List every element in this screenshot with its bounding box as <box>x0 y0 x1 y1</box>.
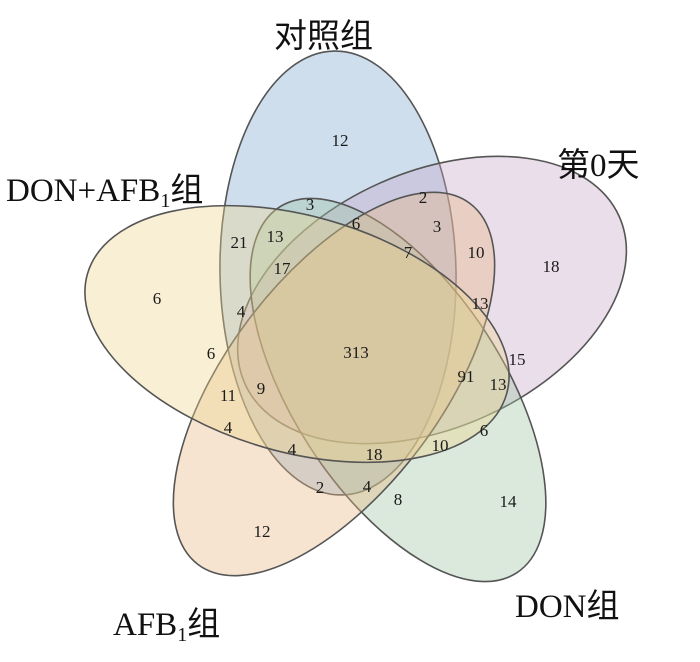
count-region: 2 <box>316 478 325 497</box>
count-region: 17 <box>274 259 292 278</box>
set-label-afb1: AFB1组 <box>113 606 220 646</box>
count-all-five: 313 <box>343 343 369 362</box>
count-donafb1-only: 6 <box>153 289 162 308</box>
count-region: 6 <box>207 344 216 363</box>
count-region: 4 <box>224 418 233 437</box>
set-label-don: DON组 <box>515 588 620 625</box>
count-region: 21 <box>231 233 248 252</box>
count-region: 10 <box>432 436 449 455</box>
set-label-day0: 第0天 <box>557 147 640 184</box>
count-region: 18 <box>366 445 383 464</box>
count-region: 6 <box>352 214 361 233</box>
set-ellipse-donafb1 <box>84 204 510 464</box>
count-region: 11 <box>220 386 236 405</box>
set-ellipse-day0 <box>236 155 628 445</box>
count-don-only: 14 <box>500 492 518 511</box>
count-region: 8 <box>394 490 403 509</box>
set-label-donafb1: DON+AFB1组 <box>6 172 203 212</box>
set-ellipse-afb1 <box>172 191 496 577</box>
count-region: 4 <box>237 302 246 321</box>
count-region: 6 <box>480 421 489 440</box>
count-region: 4 <box>288 440 297 459</box>
count-region: 2 <box>419 188 428 207</box>
count-region: 9 <box>257 379 266 398</box>
count-region: 4 <box>363 477 372 496</box>
set-ellipse-control <box>219 50 457 496</box>
count-region: 10 <box>468 243 485 262</box>
count-region: 7 <box>404 243 413 262</box>
count-region: 13 <box>267 227 284 246</box>
count-region: 3 <box>306 195 315 214</box>
count-afb1-only: 12 <box>254 522 271 541</box>
count-region: 3 <box>433 217 442 236</box>
count-region: 13 <box>472 294 489 313</box>
set-label-control: 对照组 <box>274 18 373 55</box>
count-region: 13 <box>490 375 507 394</box>
count-day0-only: 18 <box>543 257 560 276</box>
count-control-only: 12 <box>332 131 349 150</box>
set-ellipse-don <box>249 197 547 583</box>
count-region: 91 <box>458 367 475 386</box>
count-region: 15 <box>509 350 526 369</box>
